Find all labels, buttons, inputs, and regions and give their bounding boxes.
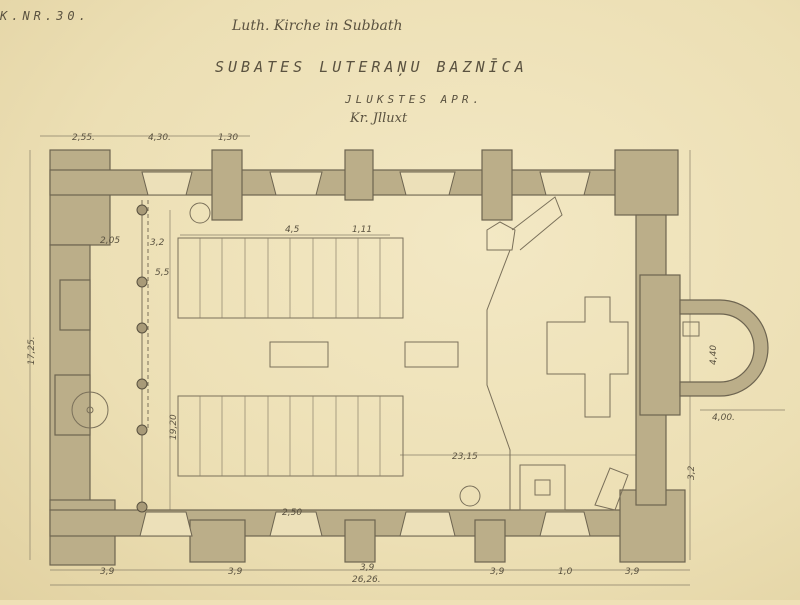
dimension-label: 4,30. bbox=[148, 133, 171, 143]
dimension-label: 4,00. bbox=[712, 413, 735, 423]
dimension-label: 1,11 bbox=[352, 225, 372, 235]
dimension-label: 1,0 bbox=[558, 567, 573, 577]
chancel-rail bbox=[486, 249, 511, 510]
stove-icon bbox=[189, 202, 211, 224]
dimension-label: 3,2 bbox=[150, 238, 165, 248]
gallery-columns bbox=[136, 200, 149, 513]
nave-bench bbox=[404, 341, 459, 368]
dimension-label: 1,30 bbox=[218, 133, 238, 143]
dimension-label: 2,50 bbox=[282, 508, 302, 518]
side-bench bbox=[594, 467, 629, 511]
dimension-label: 5,5 bbox=[155, 268, 170, 278]
windows bbox=[139, 171, 591, 537]
german-title: Luth. Kirche in Subbath bbox=[231, 18, 403, 34]
nave-bench bbox=[269, 341, 329, 368]
dimension-label: 26,26. bbox=[352, 575, 381, 585]
plan-title: SUBATES LUTERAŅU BAZNĪCA bbox=[215, 58, 528, 77]
dimension-label: 3,9 bbox=[360, 563, 375, 573]
dimension-label: 4,40 bbox=[709, 345, 719, 365]
baptismal-font bbox=[519, 464, 566, 511]
apse-table bbox=[682, 321, 700, 337]
walls bbox=[49, 149, 769, 566]
dimension-lines bbox=[29, 135, 785, 586]
pews-lower bbox=[177, 395, 404, 477]
dimension-label: 4,5 bbox=[285, 225, 300, 235]
spiral-staircase bbox=[71, 391, 109, 429]
altar bbox=[546, 296, 629, 418]
pulpit-stair bbox=[511, 196, 563, 251]
district-label: JLUKSTES APR. bbox=[344, 93, 483, 106]
dimension-label: 17,25. bbox=[27, 336, 37, 365]
pulpit bbox=[486, 221, 516, 251]
dimension-label: 3,9 bbox=[490, 567, 505, 577]
dimension-label: 3,9 bbox=[228, 567, 243, 577]
dimension-label: 3,2 bbox=[687, 465, 697, 480]
dimension-label: 3,9 bbox=[100, 567, 115, 577]
dimension-label: 19,20 bbox=[169, 414, 179, 440]
dimension-label: 3,9 bbox=[625, 567, 640, 577]
district-note: Kr. Jlluxt bbox=[349, 111, 408, 126]
dimension-label: 2,55. bbox=[72, 133, 95, 143]
pews-upper bbox=[177, 237, 404, 319]
catalog-number: K.NR.30. bbox=[0, 9, 90, 23]
dimension-label: 2,05 bbox=[100, 236, 120, 246]
stove-icon bbox=[459, 485, 481, 507]
dimension-label: 23,15 bbox=[452, 452, 478, 462]
